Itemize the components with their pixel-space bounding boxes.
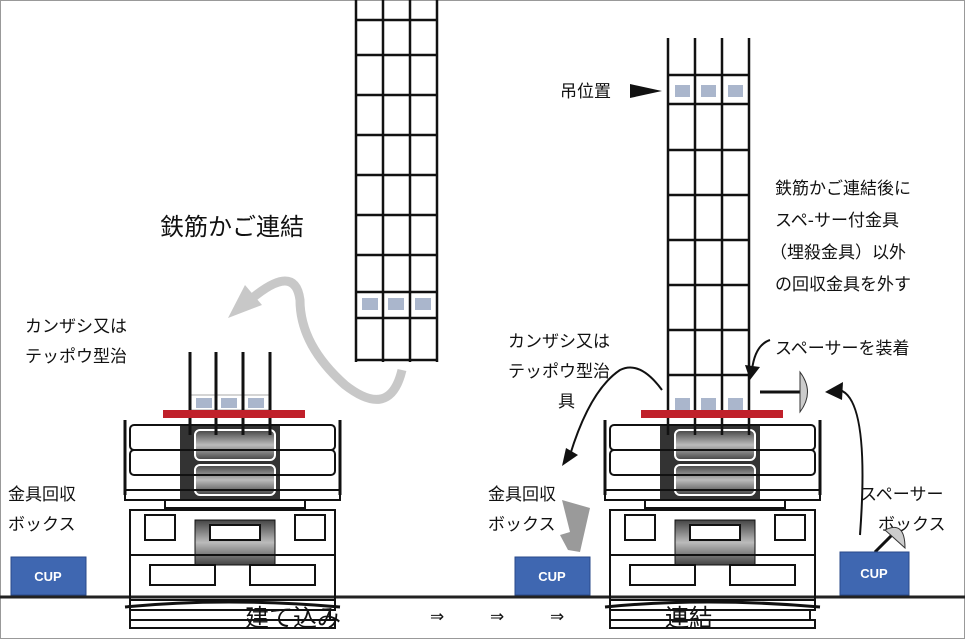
- lift-position-label: 吊位置: [560, 82, 611, 102]
- arrow-head-icon: [228, 285, 262, 318]
- spacer-box-label-1: スペーサー: [860, 485, 943, 505]
- title: 鉄筋かご連結: [160, 213, 304, 241]
- hanging-rebar-cage: [354, 0, 439, 362]
- tool-label-1: カンザシ又は: [508, 332, 610, 352]
- move-arrow: [247, 276, 407, 404]
- note-line-1: 鉄筋かご連結後に: [775, 179, 911, 199]
- cup-box-spacer: CUP: [839, 526, 910, 596]
- spacer-block: [701, 398, 716, 410]
- step-install: 建て込み: [245, 604, 341, 632]
- arrow-head-icon: [562, 448, 578, 466]
- spacer-block: [675, 85, 690, 97]
- step-arrow: ⇒: [550, 607, 564, 627]
- svg-text:CUP: CUP: [34, 569, 62, 584]
- step-connect: 連結: [665, 604, 713, 632]
- connected-rebar-cage: [666, 38, 751, 435]
- spacer-block: [728, 398, 743, 410]
- spacer-block: [196, 398, 212, 408]
- box-label-2: ボックス: [8, 515, 76, 535]
- spacer-icon: [799, 370, 808, 414]
- tool-label-1: カンザシ又は: [25, 317, 127, 337]
- spacer-block: [388, 298, 404, 310]
- spacer-attach-label: スペーサーを装着: [775, 339, 909, 359]
- clamp-bar: [163, 410, 305, 418]
- box-label-2: ボックス: [488, 515, 556, 535]
- tool-label-2: テッポウ型治: [508, 362, 610, 382]
- clamp-bar: [641, 410, 783, 418]
- cup-box-right-left: CUP: [514, 556, 591, 596]
- svg-text:CUP: CUP: [860, 566, 888, 581]
- cup-box-left: CUP: [10, 556, 87, 596]
- removed-fitting-icon: [560, 500, 590, 552]
- spacer-block: [362, 298, 378, 310]
- svg-text:CUP: CUP: [538, 569, 566, 584]
- step-arrow: ⇒: [430, 607, 444, 627]
- box-label-1: 金具回収: [488, 485, 556, 505]
- arrow-head-icon: [825, 382, 843, 400]
- box-label-1: 金具回収: [8, 485, 76, 505]
- spacer-block: [701, 85, 716, 97]
- spacer-block: [248, 398, 264, 408]
- pointer-arrow-icon: [630, 84, 662, 98]
- tool-label-2: テッポウ型治: [25, 347, 127, 367]
- spacer-icon: [884, 526, 906, 550]
- left-cage-stub: [163, 352, 305, 435]
- spacer-block: [415, 298, 431, 310]
- note-line-4: の回収金具を外す: [775, 275, 911, 295]
- spacer-block: [221, 398, 237, 408]
- tool-label-3: 具: [558, 392, 575, 412]
- spacer-block: [728, 85, 743, 97]
- note-line-3: （埋殺金具）以外: [770, 243, 906, 263]
- note-line-2: スペ-サー付金具: [775, 211, 899, 231]
- spacer-block: [675, 398, 690, 410]
- step-arrow: ⇒: [490, 607, 504, 627]
